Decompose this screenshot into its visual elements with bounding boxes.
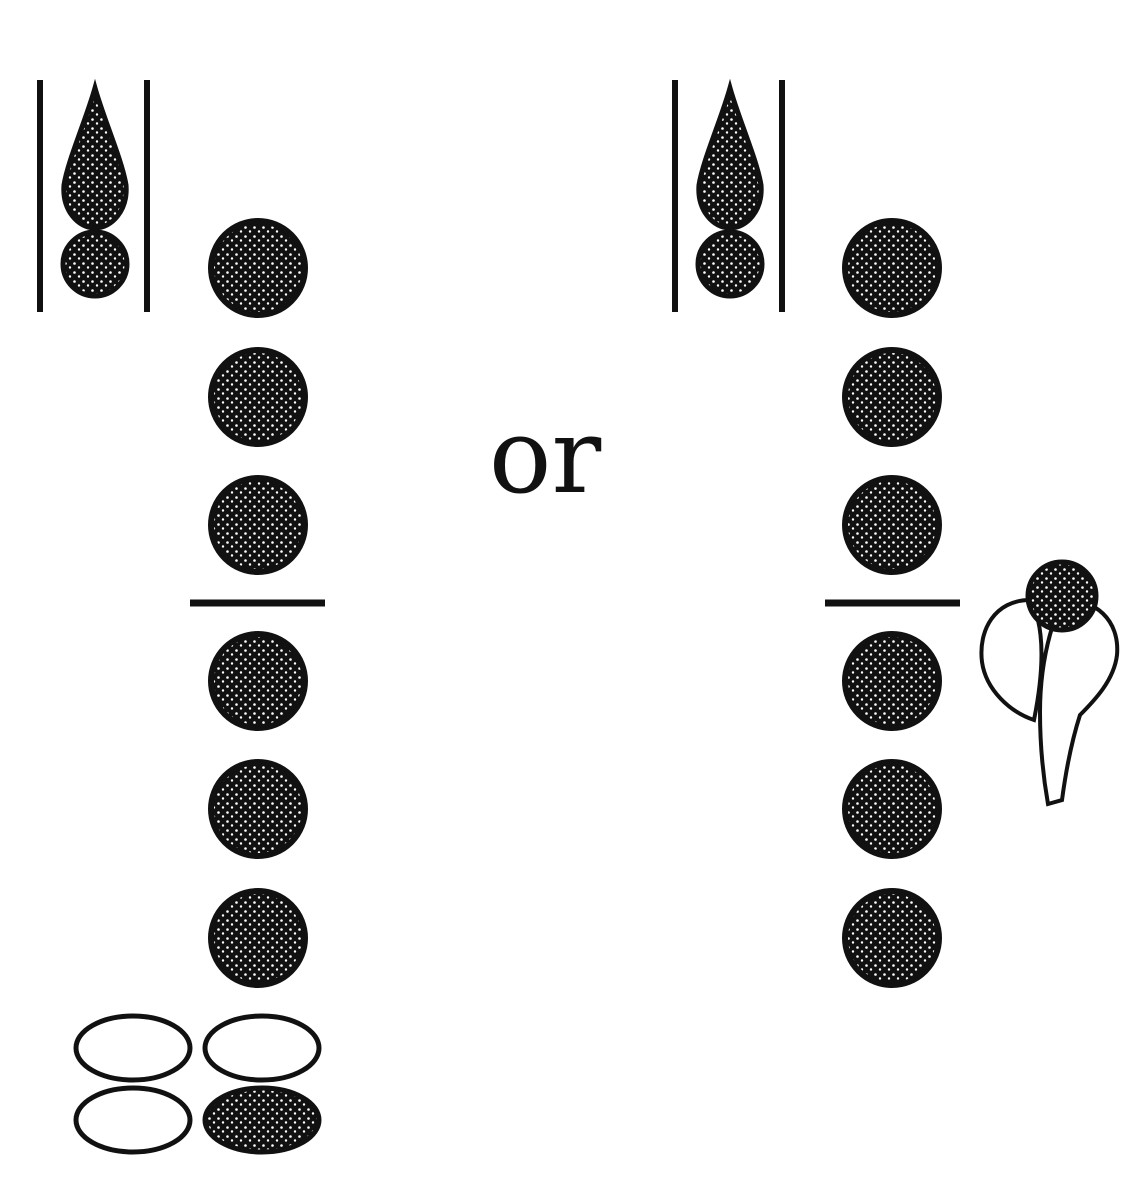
- upper-hole-2: [842, 347, 942, 447]
- thumb-hole: [695, 229, 765, 299]
- foot-key-bottom-left: [73, 1085, 193, 1155]
- left-fingering-diagram: [37, 78, 325, 1155]
- separator-or: or: [489, 395, 602, 517]
- lower-hole-1: [208, 631, 308, 731]
- upper-hole-3: [842, 475, 942, 575]
- foot-key-bottom-right: [202, 1085, 322, 1155]
- right-fingering-diagram: [672, 78, 1120, 988]
- upper-hole-1: [208, 218, 308, 318]
- foot-key-top-right: [202, 1013, 322, 1083]
- upper-hole-3: [208, 475, 308, 575]
- trill-key: [979, 559, 1120, 807]
- thumb-key-teardrop: [61, 78, 129, 231]
- foot-key-top-left: [73, 1013, 193, 1083]
- trill-key-right-petal: [1037, 597, 1120, 807]
- upper-hole-2: [208, 347, 308, 447]
- lower-hole-2: [208, 759, 308, 859]
- lower-hole-3: [208, 888, 308, 988]
- lower-hole-3: [842, 888, 942, 988]
- trill-key-left-petal: [979, 597, 1044, 723]
- thumb-key-teardrop: [696, 78, 764, 231]
- upper-hole-1: [842, 218, 942, 318]
- lower-hole-2: [842, 759, 942, 859]
- thumb-hole: [60, 229, 130, 299]
- lower-hole-1: [842, 631, 942, 731]
- trill-key-hole: [1025, 559, 1099, 633]
